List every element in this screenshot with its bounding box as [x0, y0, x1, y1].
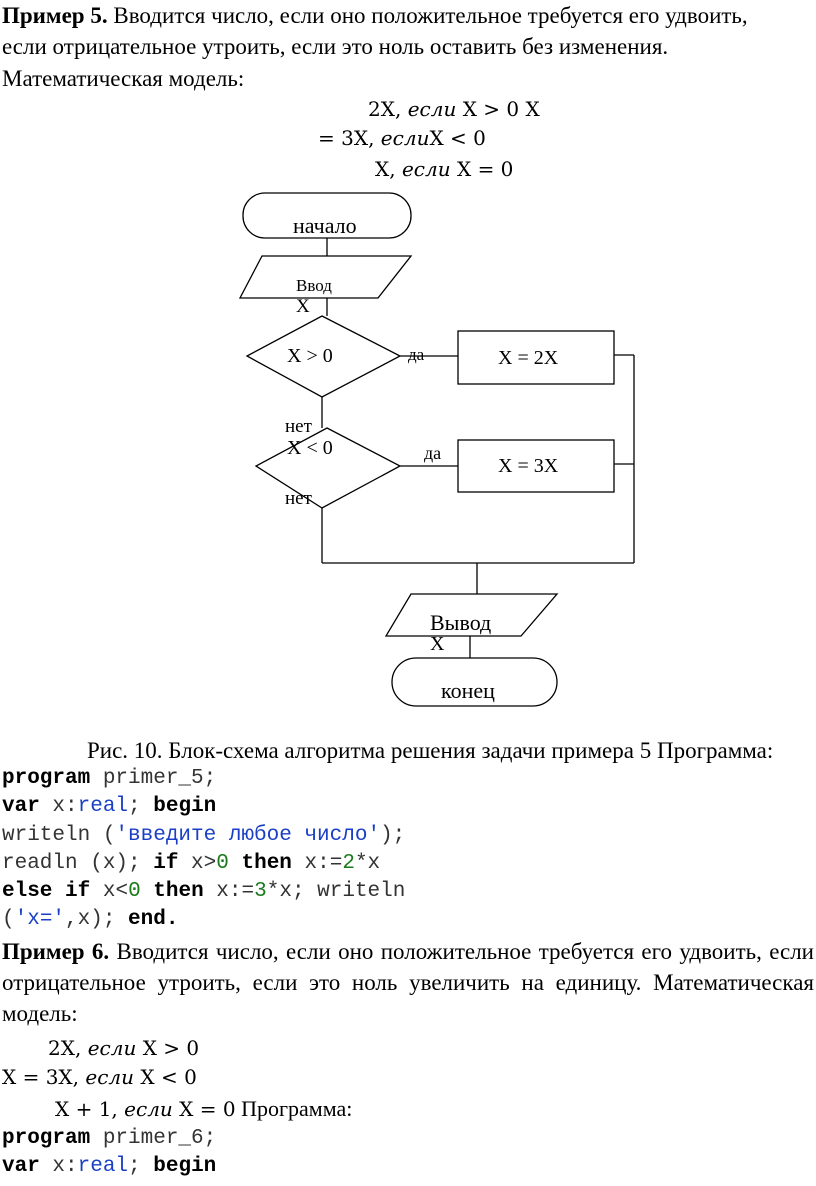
code5-line6: ('x=',x); end. — [2, 908, 179, 931]
model5-line1: 2X, если X > 0 X — [368, 97, 540, 121]
model6-line2: X = 3X, если X < 0 — [2, 1065, 197, 1089]
code5-line2: var x:real; begin — [2, 795, 217, 818]
output-block — [384, 593, 559, 637]
action2-label: X = 3X — [498, 455, 559, 477]
output-word-label: Вывод — [430, 610, 491, 635]
model6-line1: 2X, если X > 0 — [48, 1036, 200, 1060]
flowchart: начало Ввод X X > 0 да X = 2X нет X < 0 … — [238, 192, 635, 707]
figure-caption: Рис. 10. Блок-схема алгоритма решения за… — [87, 738, 774, 763]
model5-line3: X, если X = 0 — [375, 157, 514, 181]
output-var-label: X — [430, 633, 445, 655]
action1-block — [457, 330, 615, 385]
cond2-label: X < 0 — [287, 437, 333, 459]
no2-label: нет — [285, 488, 313, 509]
example5-line2: если отрицательное утроить, если это нол… — [2, 34, 669, 59]
end-terminal — [391, 657, 558, 707]
code5-line1: program primer_5; — [2, 767, 217, 790]
example6-line1: Пример 6. Вводится число, если оно полож… — [2, 938, 814, 966]
code5-line4: readln (x); if x>0 then x:=2*x — [2, 852, 381, 875]
yes2-label: да — [424, 443, 441, 463]
example6-text1: Вводится число, если оно положительное т… — [109, 939, 814, 964]
action2-block — [457, 439, 615, 493]
code6-line1: program primer_6; — [2, 1127, 217, 1150]
yes1-label: да — [408, 345, 425, 364]
model6-line3: X + 1, если X = 0 Программа: — [55, 1096, 353, 1121]
example5-text1: Вводится число, если оно положительное т… — [107, 3, 748, 28]
input-var-label: X — [296, 296, 310, 317]
action1-label: X = 2X — [498, 347, 559, 369]
input-block — [238, 255, 413, 299]
cond1-label: X > 0 — [287, 345, 333, 367]
no1-label: нет — [285, 416, 313, 437]
code6-line2: var x:real; begin — [2, 1155, 217, 1178]
input-word-label: Ввод — [296, 276, 332, 295]
model5-line2: = 3X, еслиX < 0 — [318, 126, 486, 150]
start-label: начало — [293, 213, 357, 238]
end-label: конец — [441, 678, 495, 703]
code5-line5: else if x<0 then x:=3*x; writeln — [2, 880, 406, 903]
example6-line2: отрицательное утроить, если это ноль уве… — [2, 970, 814, 995]
example6-line3: модель: — [2, 1001, 78, 1026]
example5-line1: Пример 5. Вводится число, если оно полож… — [2, 2, 748, 30]
example6-label: Пример 6. — [2, 939, 110, 964]
example5-label: Пример 5. — [2, 3, 108, 28]
example5-line3: Математическая модель: — [2, 66, 245, 91]
code5-line3: writeln ('введите любое число'); — [2, 824, 406, 847]
